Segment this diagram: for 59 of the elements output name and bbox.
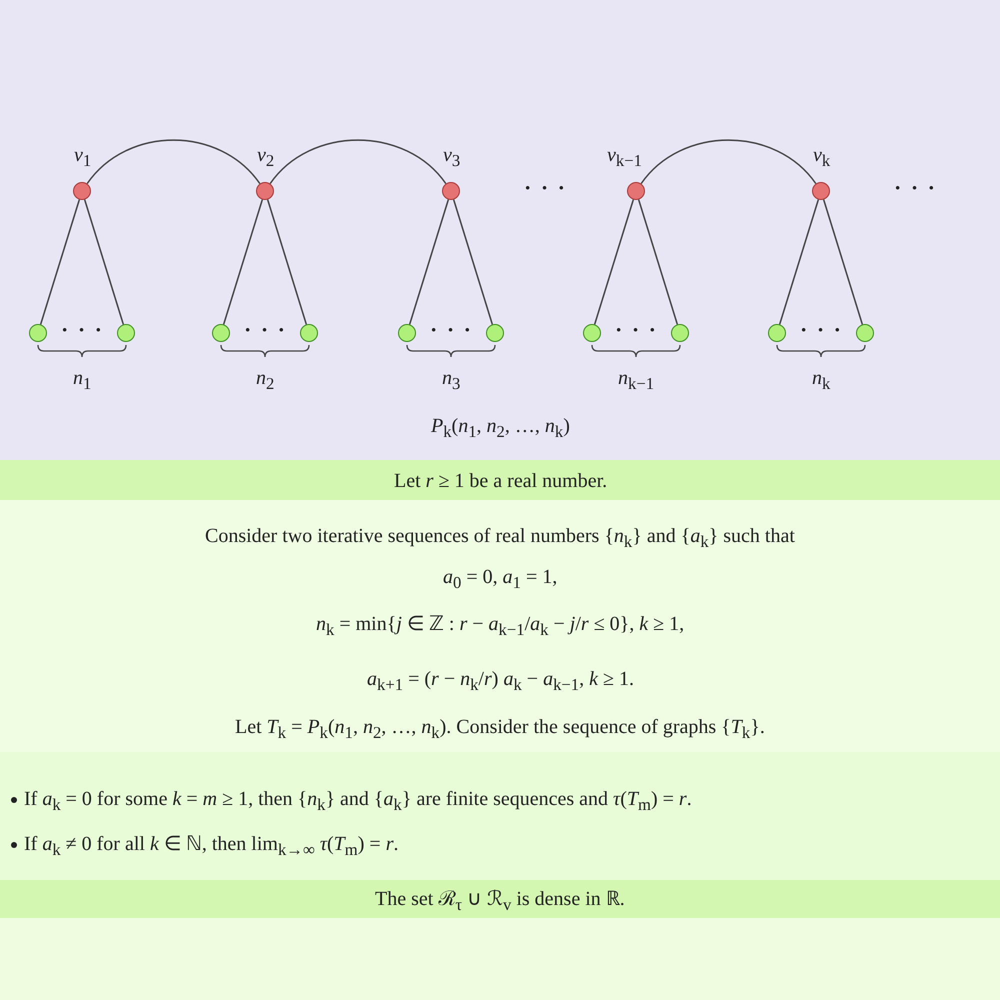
leaf-vertex-dot: [583, 324, 601, 342]
leaf-vertex-dot: [768, 324, 786, 342]
subgraph-size-label: n$_{2}$: [256, 366, 274, 395]
graph-caption: P$_{k}$(n$_{1}$, n$_{2}$, …, n$_{k}$): [431, 414, 570, 443]
edge-line: [222, 199, 264, 325]
vertex-label: v$_{2}$: [257, 143, 274, 172]
edge-line: [452, 199, 494, 325]
edge-line: [778, 199, 820, 325]
formula-text: a$_{0}$ = 0, a$_{1}$ = 1,: [443, 565, 558, 594]
result-text: If a$_{k}$ ≠ 0 for all k ∈ ℕ, then lim$_{k→∞}$ τ(T$_{m}$) = r.: [24, 832, 398, 861]
vertex-dot: [627, 182, 645, 200]
vertex-dot: [256, 182, 274, 200]
edge-line: [40, 199, 80, 325]
edge-line: [84, 199, 124, 325]
statement-text: Let r ≥ 1 be a real number.: [394, 469, 608, 493]
ellipsis: · · ·: [615, 318, 658, 342]
leaf-vertex-dot: [300, 324, 318, 342]
formula-text: a$_{k+1}$ = (r − n$_{k}$/r) a$_{k}$ − a$_{k−1}$, k ≥ 1.: [367, 667, 634, 696]
vertex-label: v$_{3}$: [443, 143, 460, 172]
conclusion-band: [0, 880, 1000, 918]
definition-text: Consider two iterative sequences of real numbers {n$_{k}$} and {a$_{k}$} such that: [205, 524, 795, 553]
ellipsis: · · ·: [800, 318, 844, 342]
edge-line: [408, 199, 450, 325]
formula-text: n$_{k}$ = min{j ∈ ℤ : r − a$_{k−1}$/a$_{k}$ − j/r ≤ 0}, k ≥ 1,: [316, 612, 684, 641]
definition-text: Let T$_{k}$ = P$_{k}$(n$_{1}$, n$_{2}$, …, n$_{k}$). Consider the sequence of graphs {T$_{k}$}.: [235, 715, 765, 744]
edge-line: [266, 199, 308, 325]
leaf-vertex-dot: [856, 324, 874, 342]
arc-edge: [86, 139, 260, 184]
leaf-vertex-dot: [212, 324, 230, 342]
vertex-label: v$_{k−1}$: [607, 143, 642, 172]
ellipsis: · · ·: [430, 318, 474, 342]
edge-line: [594, 199, 634, 325]
vertex-label: v$_{1}$: [74, 143, 92, 172]
result-text: If a$_{k}$ = 0 for some k = m ≥ 1, then {n$_{k}$} and {a$_{k}$} are finite sequences and τ(T$_{m}$) = r.: [24, 787, 692, 816]
result-panel: [0, 752, 1000, 880]
subgraph-size-label: n$_{1}$: [73, 366, 92, 395]
leaf-vertex-dot: [398, 324, 416, 342]
vertex-dot: [812, 182, 830, 200]
vertex-dot: [73, 182, 91, 200]
arc-edge: [270, 139, 446, 184]
ellipsis: · · ·: [61, 318, 104, 342]
conclusion-text: The set ℛ$_{τ}$ ∪ ℛ$_{v}$ is dense in ℝ.: [375, 887, 625, 916]
leaf-vertex-dot: [29, 324, 47, 342]
statement-band: [0, 460, 1000, 500]
edge-line: [638, 199, 678, 325]
leaf-vertex-dot: [117, 324, 135, 342]
ellipsis: · · ·: [244, 318, 288, 342]
arc-edge: [640, 139, 816, 184]
subgraph-size-label: n$_{k}$: [812, 366, 830, 395]
leaf-vertex-dot: [671, 324, 689, 342]
ellipsis: · · ·: [894, 176, 938, 200]
ellipsis: · · ·: [524, 176, 568, 200]
subgraph-size-label: n$_{3}$: [442, 366, 460, 395]
vertex-dot: [442, 182, 460, 200]
leaf-vertex-dot: [486, 324, 504, 342]
edge-line: [822, 199, 864, 325]
vertex-label: v$_{k}$: [813, 143, 830, 172]
subgraph-size-label: n$_{k−1}$: [618, 366, 654, 395]
graph-panel: [0, 0, 1000, 460]
